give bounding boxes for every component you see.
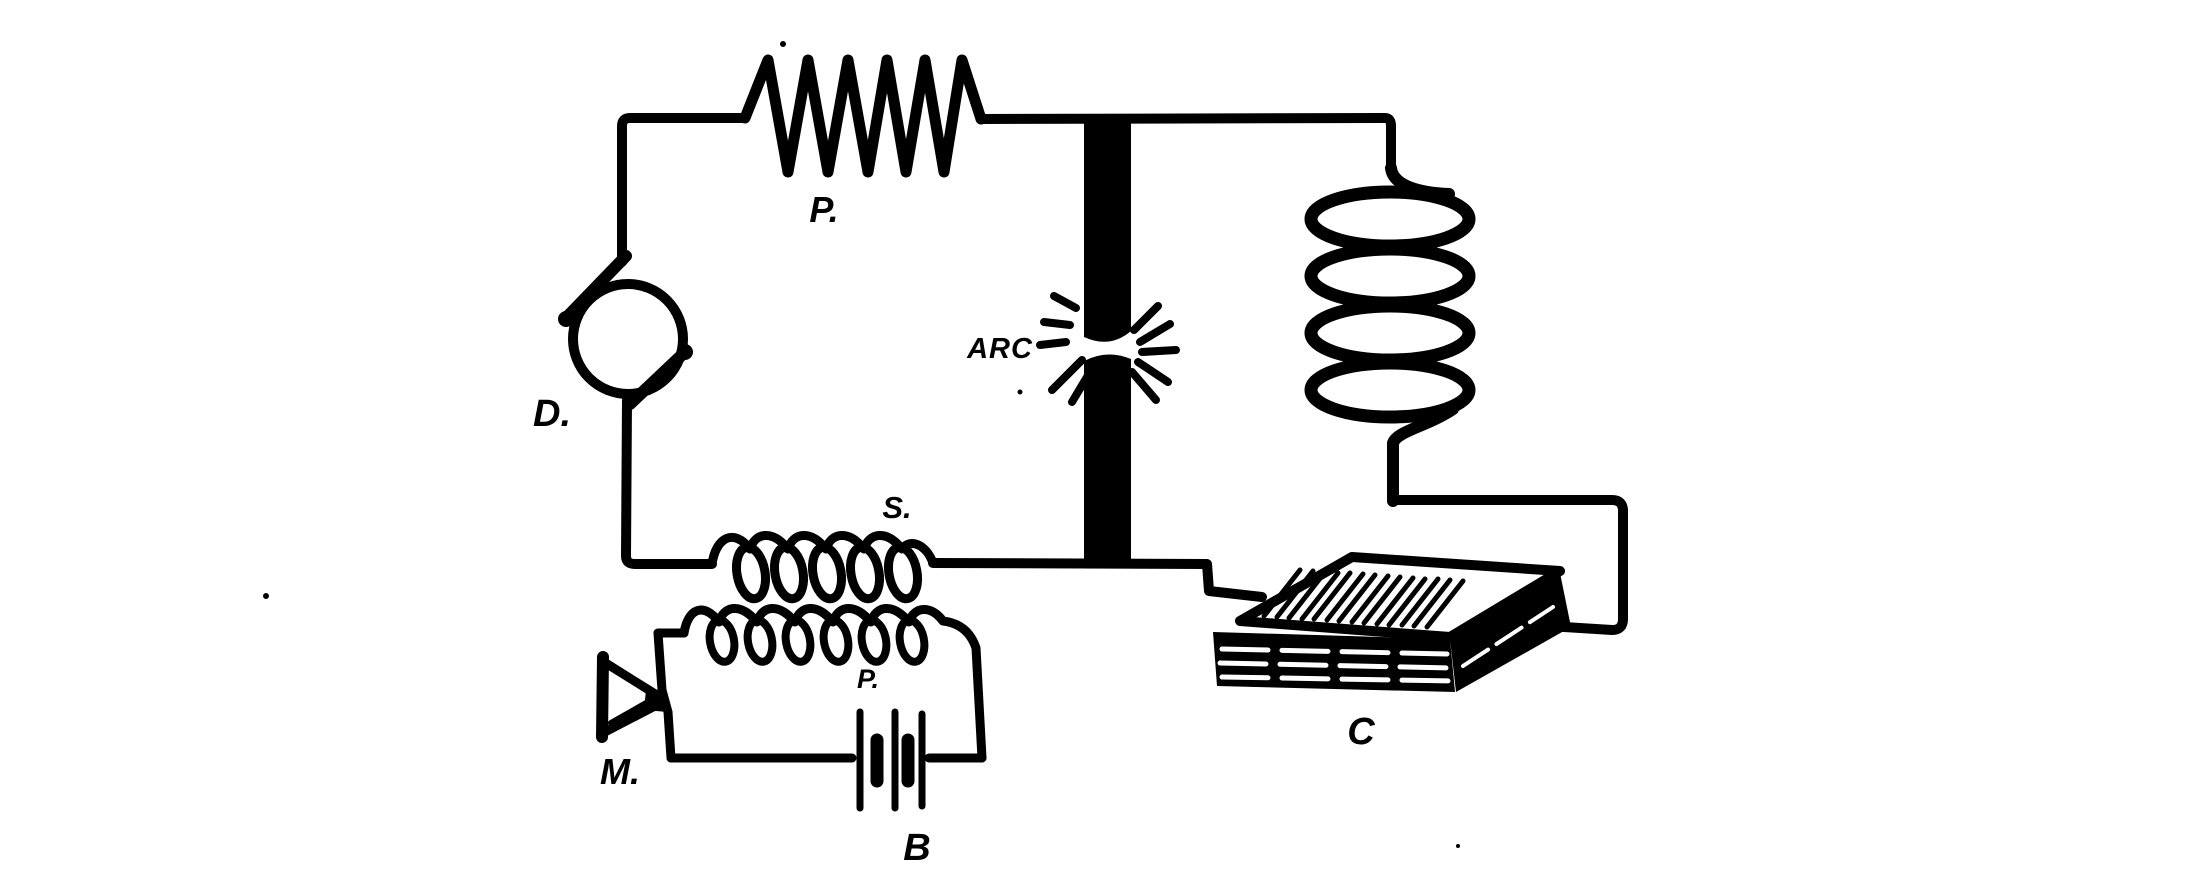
condenser-layer-lines <box>1217 646 1455 684</box>
horn-bottom-jaw <box>598 701 660 738</box>
helix-exit <box>1387 403 1459 507</box>
paper-specks <box>263 41 1460 848</box>
arc-upper-electrode <box>1084 114 1131 342</box>
modulation-loop <box>653 604 987 763</box>
label-dynamo-d: D. <box>533 393 571 435</box>
helix-coil <box>1304 162 1476 507</box>
condenser-front-face <box>1213 632 1455 692</box>
label-arc: ARC <box>966 333 1033 365</box>
horn-inner-shade <box>608 699 651 726</box>
battery-cells <box>856 708 926 812</box>
condenser-edge-highlight <box>1461 605 1555 668</box>
label-resistor-p: P. <box>809 189 838 230</box>
condenser-stack <box>1213 552 1571 692</box>
label-condenser-c: C <box>1347 711 1375 753</box>
arc-electrodes <box>1084 114 1131 568</box>
label-primary-p: P. <box>857 664 879 694</box>
wire-bottom-to-condenser <box>928 558 1267 602</box>
wire-left-bottom <box>621 395 717 569</box>
dynamo-symbol <box>558 250 693 410</box>
wire-top-left <box>617 113 750 267</box>
arc-spark-rays <box>1036 292 1180 406</box>
dynamo-top-tangent-stroke <box>560 250 632 324</box>
horn-mouth <box>596 651 609 743</box>
primary-coil <box>705 616 929 666</box>
arc-lower-electrode <box>1084 354 1131 568</box>
main-circuit-wiring <box>617 113 1628 635</box>
dynamo-top-terminal-blob <box>558 311 574 327</box>
secondary-coil <box>707 531 938 604</box>
horn-neck <box>644 690 668 712</box>
horn-top-jaw <box>599 657 665 702</box>
microphone-horn <box>596 651 668 743</box>
dynamo-circle <box>568 279 688 399</box>
resistor-zigzag <box>739 54 987 178</box>
label-secondary-s: S. <box>882 490 911 525</box>
label-battery-b: B <box>903 827 930 869</box>
condenser-top-hatching <box>1261 567 1466 630</box>
label-microphone-m: M. <box>600 751 640 792</box>
dynamo-bottom-tangent-stroke <box>624 346 691 410</box>
wire-top-right <box>976 113 1396 175</box>
wire-right-loop <box>1387 495 1628 635</box>
